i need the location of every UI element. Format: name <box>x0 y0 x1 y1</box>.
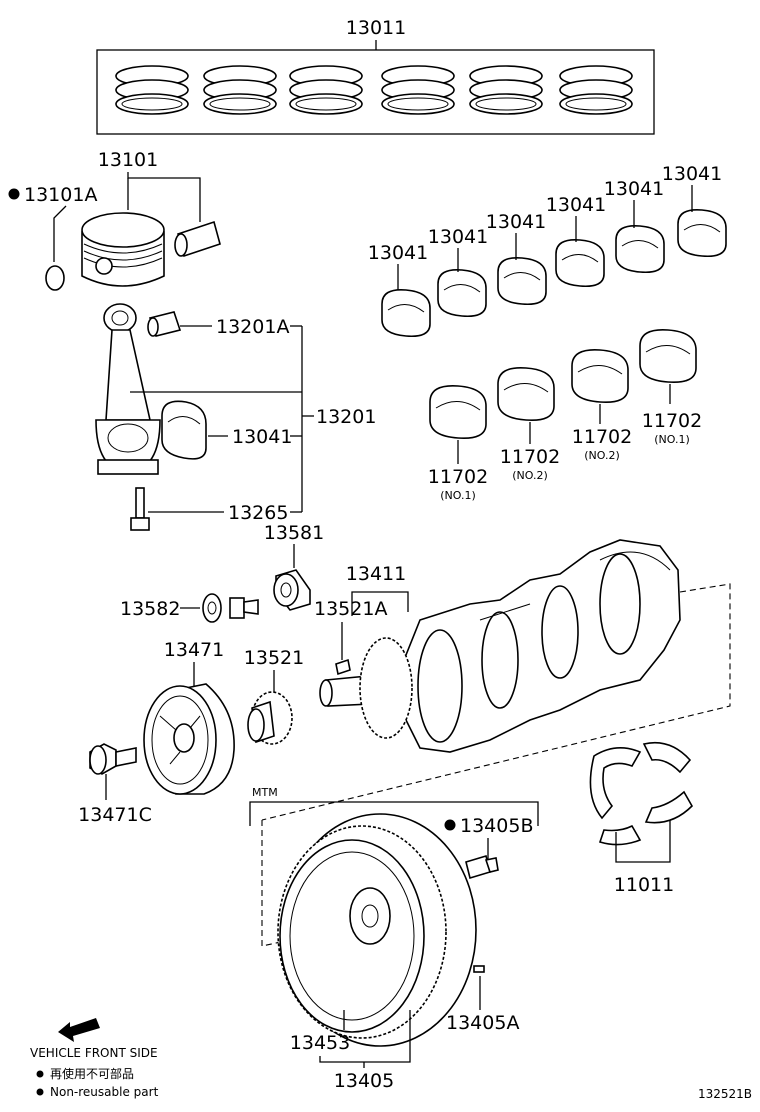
label-13405b[interactable]: 13405B <box>460 815 533 837</box>
label-11702-d[interactable]: 11702 <box>642 410 702 432</box>
legend-non-reusable-jp: 再使用不可部品 <box>50 1066 134 1081</box>
label-13471c[interactable]: 13471C <box>78 804 152 826</box>
note-11702-d: (NO.1) <box>654 433 690 446</box>
label-11702-a[interactable]: 11702 <box>428 466 488 488</box>
label-13521[interactable]: 13521 <box>244 647 304 669</box>
label-13101a[interactable]: 13101A <box>24 184 97 206</box>
piston <box>81 212 165 287</box>
label-13101[interactable]: 13101 <box>98 149 158 171</box>
label-13201a[interactable]: 13201A <box>216 316 289 338</box>
label-13411[interactable]: 13411 <box>346 563 406 585</box>
label-13581[interactable]: 13581 <box>264 522 324 544</box>
black-dot-icon <box>36 1070 44 1078</box>
note-11702-c: (NO.2) <box>584 449 620 462</box>
label-13201[interactable]: 13201 <box>316 406 376 428</box>
label-13041-conrod[interactable]: 13041 <box>232 426 292 448</box>
label-13405[interactable]: 13405 <box>334 1070 394 1092</box>
label-13582[interactable]: 13582 <box>120 598 180 620</box>
piston-rings <box>115 65 633 115</box>
label-13041-upper-2[interactable]: 13041 <box>428 226 488 248</box>
piston-pin <box>174 220 221 258</box>
knock-pin <box>473 965 485 973</box>
label-11702-c[interactable]: 11702 <box>572 426 632 448</box>
conrod-bearing <box>161 400 207 460</box>
label-13041-upper-6[interactable]: 13041 <box>662 163 722 185</box>
black-dot-icon <box>8 188 20 200</box>
label-13265[interactable]: 13265 <box>228 502 288 524</box>
crank-bearings-upper <box>381 208 727 338</box>
label-11702-b[interactable]: 11702 <box>500 446 560 468</box>
diagram-id: 132521B <box>698 1087 752 1101</box>
label-13521a[interactable]: 13521A <box>314 598 387 620</box>
label-13041-upper-3[interactable]: 13041 <box>486 211 546 233</box>
label-13471[interactable]: 13471 <box>164 639 224 661</box>
label-13041-upper-1[interactable]: 13041 <box>368 242 428 264</box>
label-13453[interactable]: 13453 <box>290 1032 350 1054</box>
legend-non-reusable-en: Non-reusable part <box>50 1085 159 1099</box>
snap-ring <box>45 265 65 291</box>
bushing <box>147 311 182 337</box>
timing-sprocket-crank <box>359 637 413 739</box>
label-13405a[interactable]: 13405A <box>446 1012 519 1034</box>
connecting-rod <box>95 303 161 475</box>
crankshaft-pulley-bolt <box>89 743 137 775</box>
piston-ring-set-box <box>96 49 655 135</box>
key <box>335 658 351 676</box>
note-11702-a: (NO.1) <box>440 489 476 502</box>
pulley-bolt-washer <box>202 593 259 623</box>
mtm-label: MTM <box>252 786 278 799</box>
main-bearings-lower <box>429 329 697 440</box>
thrust-washers <box>589 741 693 846</box>
label-13041-upper-5[interactable]: 13041 <box>604 178 664 200</box>
label-13041-upper-4[interactable]: 13041 <box>546 194 606 216</box>
crank-washer <box>273 569 311 611</box>
crankshaft-pulley <box>143 683 235 795</box>
flywheel-bolt <box>465 854 499 880</box>
note-11702-b: (NO.2) <box>512 469 548 482</box>
conrod-bolt <box>130 487 150 531</box>
flywheel <box>277 813 477 1047</box>
crankshaft-timing-gear <box>247 691 293 745</box>
legend-vehicle-front-side: VEHICLE FRONT SIDE <box>30 1046 158 1060</box>
black-dot-icon <box>36 1088 44 1096</box>
label-11011[interactable]: 11011 <box>614 874 674 896</box>
label-13011[interactable]: 13011 <box>346 17 406 39</box>
black-dot-icon <box>444 819 456 831</box>
arrow-left-icon <box>58 1018 100 1042</box>
